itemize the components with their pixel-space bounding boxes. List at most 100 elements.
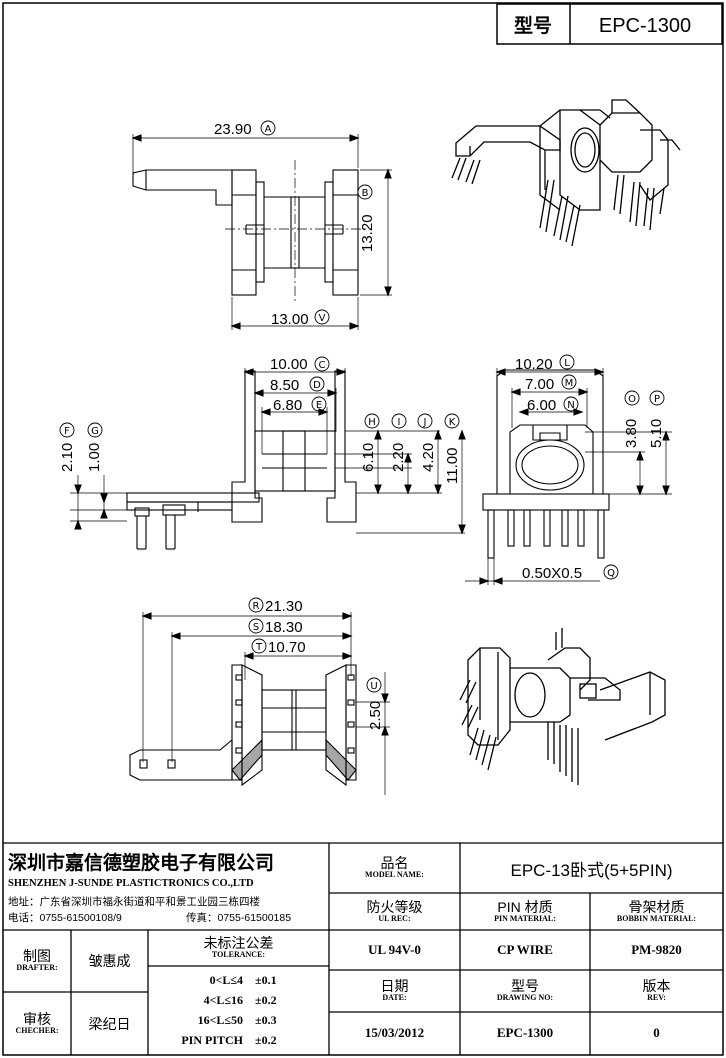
dim-5-10: 5.10 [648, 419, 665, 448]
tolerance-label: 未标注公差 TOLERANCE: [148, 932, 329, 964]
checker-en: CHECHER: [15, 1026, 59, 1036]
drawing-no-label: 型号 DRAWING NO: [460, 972, 590, 1010]
dimension-tags: A B V C D E F G H I J K L M N O P Q R S … [59, 120, 665, 693]
dim-3-80: 3.80 [623, 419, 640, 448]
front-view [465, 368, 672, 585]
dim-1-00: 1.00 [86, 443, 103, 472]
tag-s: S [253, 622, 259, 633]
ul-rec-value: UL 94V-0 [368, 942, 421, 957]
date-value: 15/03/2012 [364, 1025, 425, 1040]
ul-rec-cn: 防火等级 [366, 899, 423, 916]
tag-f: F [64, 426, 70, 437]
tolerance-range: PIN PITCH [181, 1032, 243, 1047]
tolerance-row: 16<L≤50±0.3 [155, 1010, 325, 1030]
model-name-label: 品名 MODEL NAME: [329, 845, 460, 891]
pin-material-label: PIN 材质 PIN MATERIAL: [460, 895, 590, 929]
tag-h: H [368, 417, 376, 428]
checker-label: 审核 CHECHER: [3, 994, 71, 1054]
bottom-view [129, 612, 390, 795]
company-phone: 电话：0755-61500108/9 [8, 911, 122, 924]
checker-cn: 审核 [23, 1011, 51, 1028]
dim-13-00: 13.00 [271, 311, 309, 328]
title-block-grid [3, 842, 723, 1055]
header-model-value: EPC-1300 [599, 15, 691, 37]
tag-i: I [398, 417, 401, 428]
company-name-en: SHENZHEN J-SUNDE PLASTICTRONICS CO.,LTD [8, 877, 254, 889]
dim-13-20: 13.20 [359, 214, 376, 252]
drafter-label: 制图 DRAFTER: [3, 932, 71, 990]
drafter-cn: 制图 [23, 948, 51, 965]
tolerance-range: 4<L≤16 [203, 992, 243, 1007]
dimension-labels: 23.90 13.20 13.00 10.00 8.50 6.80 2.10 1… [59, 121, 665, 730]
dim-18-30: 18.30 [265, 619, 303, 636]
top-view [131, 134, 392, 330]
drawing-no-value: EPC-1300 [496, 1025, 554, 1040]
dim-21-30: 21.30 [265, 598, 303, 615]
tag-n: N [567, 400, 574, 411]
dim-2-20: 2.20 [390, 443, 407, 472]
tag-m: M [565, 378, 574, 389]
rev-label: 版本 REV: [590, 972, 723, 1010]
tolerance-cn: 未标注公差 [203, 935, 274, 952]
tag-c: C [319, 360, 326, 371]
rev-value: 0 [653, 1025, 660, 1040]
dim-0-50x0-5: 0.50X0.5 [522, 565, 582, 582]
dim-6-00: 6.00 [527, 397, 556, 414]
tag-p: P [654, 394, 660, 405]
dim-23-90: 23.90 [214, 121, 252, 138]
drawing-no-en: DRAWING NO: [496, 993, 554, 1003]
tag-l: L [564, 358, 570, 369]
tag-g: G [91, 426, 99, 437]
dim-10-00: 10.00 [270, 356, 308, 373]
side-view [70, 368, 466, 550]
dim-11-00: 11.00 [444, 448, 461, 484]
tag-d: D [313, 380, 321, 391]
model-name-en: MODEL NAME: [365, 870, 424, 880]
dim-6-80: 6.80 [273, 397, 302, 414]
dim-6-10: 6.10 [360, 443, 377, 472]
pin-material-en: PIN MATERIAL: [494, 914, 556, 924]
company-address: 地址：广东省深圳市福永街道和平和景工业园三栋四楼 [8, 895, 260, 908]
tolerance-value: ±0.1 [255, 972, 277, 987]
tag-v: V [319, 313, 326, 324]
date-cn: 日期 [380, 978, 409, 995]
drawing-no-cn: 型号 [511, 978, 539, 995]
dim-10-20: 10.20 [515, 356, 553, 373]
company-fax: 传真：0755-61500185 [186, 911, 292, 924]
tolerance-range: 0<L≤4 [209, 972, 243, 987]
date-en: DATE: [382, 993, 407, 1003]
tag-j: J [423, 417, 427, 428]
bobbin-material-label: 骨架材质 BOBBIN MATERIAL: [590, 895, 723, 929]
tag-o: O [628, 394, 636, 405]
tag-t: T [255, 642, 263, 653]
tag-b: B [362, 188, 369, 199]
dim-7-00: 7.00 [525, 376, 554, 393]
company-name-cn: 深圳市嘉信德塑胶电子有限公司 [8, 851, 275, 874]
tolerance-en: TOLERANCE: [211, 950, 266, 960]
dim-8-50: 8.50 [270, 377, 299, 394]
tag-r: R [253, 601, 260, 612]
tag-q: Q [607, 568, 615, 579]
pin-material-cn: PIN 材质 [497, 899, 553, 916]
tag-e: E [316, 400, 322, 411]
header-box: 型号 EPC-1300 [496, 3, 723, 45]
drafter-en: DRAFTER: [16, 963, 58, 973]
tolerance-row: 4<L≤16±0.2 [155, 990, 325, 1010]
model-name-value: EPC-13卧式(5+5PIN) [510, 860, 673, 880]
tag-a: A [265, 124, 272, 135]
checker-name: 梁纪日 [88, 1016, 131, 1032]
tag-u: U [370, 681, 377, 692]
tolerance-value: ±0.3 [255, 1012, 277, 1027]
bobbin-material-cn: 骨架材质 [628, 899, 685, 916]
iso-view-bottom [459, 628, 666, 785]
dim-4-20: 4.20 [420, 443, 437, 472]
rev-en: REV: [647, 993, 666, 1003]
dim-2-50: 2.50 [367, 701, 384, 730]
tolerance-row: 0<L≤4 ±0.1 [155, 970, 325, 990]
bobbin-material-en: BOBBIN MATERIAL: [616, 914, 697, 924]
tolerance-value: ±0.2 [255, 1032, 277, 1047]
bobbin-material-value: PM-9820 [631, 942, 682, 957]
dim-2-10: 2.10 [59, 443, 76, 472]
